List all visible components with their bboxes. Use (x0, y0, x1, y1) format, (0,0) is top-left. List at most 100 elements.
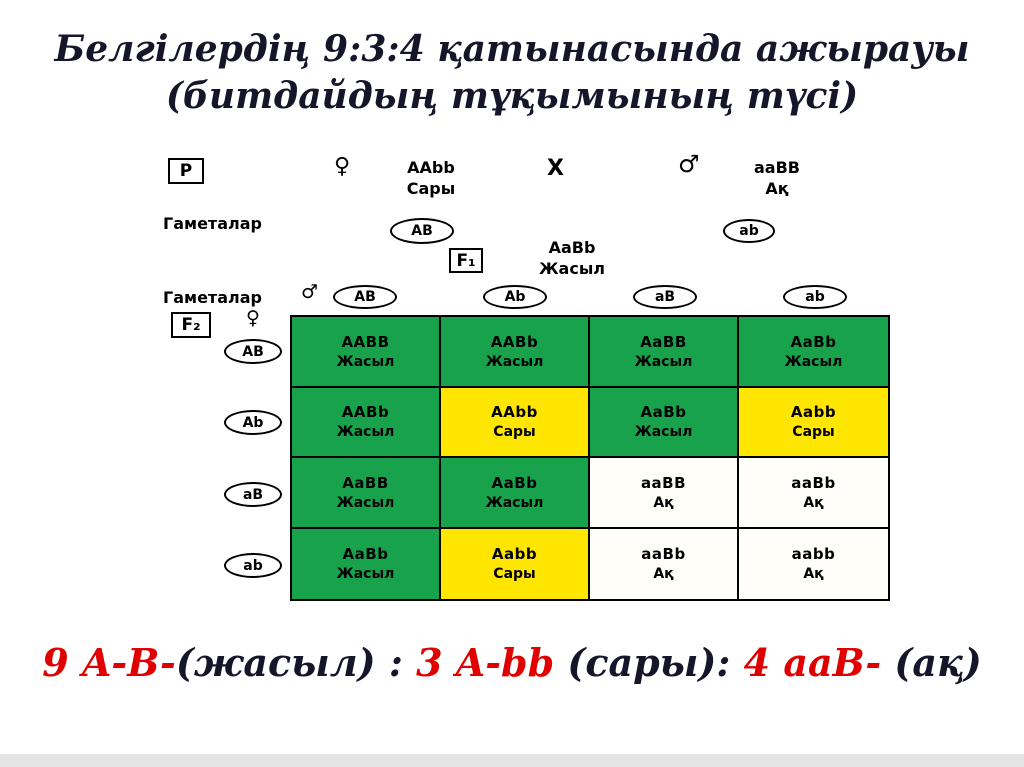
cell-phenotype: Жасыл (634, 424, 693, 441)
cell-genotype: AABb (490, 332, 539, 351)
cell-phenotype: Жасыл (336, 424, 395, 441)
cell-phenotype: Жасыл (485, 494, 544, 511)
caption-segment: (жасыл) : (175, 640, 417, 685)
father-genotype: aaBB (754, 158, 800, 177)
punnett-cell-r0c3: AaBb Жасыл (739, 317, 888, 388)
mother-genotype: AAbb (407, 158, 455, 177)
cell-phenotype: Жасыл (336, 566, 395, 583)
mother-gamete-label: AB (411, 223, 433, 239)
gametes-label-top: Гаметалар (163, 214, 262, 233)
cell-genotype: aaBb (641, 545, 686, 564)
slide-title: Белгілердің 9:3:4 қатынасында ажырауы (б… (0, 26, 1024, 120)
col-gamete-label: ab (805, 289, 825, 305)
mother-genotype-block: AAbb Сары (393, 158, 469, 200)
punnett-cell-r2c2: aaBB Ақ (590, 458, 739, 529)
father-gamete-label: ab (739, 223, 759, 239)
cell-genotype: aabb (791, 545, 836, 564)
cell-phenotype: Жасыл (634, 353, 693, 370)
cell-genotype: Aabb (790, 403, 837, 422)
cell-genotype: AaBB (342, 473, 389, 492)
cell-phenotype: Ақ (653, 566, 674, 583)
punnett-cell-r1c2: AaBb Жасыл (590, 387, 739, 458)
punnett-cell-r3c0: AaBb Жасыл (292, 528, 441, 599)
punnett-cell-r2c0: AaBB Жасыл (292, 458, 441, 529)
slide-footer-bar (0, 754, 1024, 767)
punnett-cell-r1c1: AAbb Сары (441, 387, 590, 458)
caption-segment: (ақ) (894, 640, 982, 685)
col-gamete-label: Ab (504, 289, 526, 305)
punnett-cell-r1c3: Aabb Сары (739, 387, 888, 458)
punnett-cell-r3c1: Aabb Сары (441, 528, 590, 599)
col-gamete-label: AB (354, 289, 376, 305)
title-line-1: Белгілердің 9:3:4 қатынасында ажырауы (54, 28, 970, 70)
male-symbol-small-icon: ♂ (301, 281, 319, 303)
punnett-cell-r1c0: AABb Жасыл (292, 387, 441, 458)
cell-genotype: AABb (341, 403, 390, 422)
f2-row-gamete-oval: Ab (224, 410, 282, 435)
cell-phenotype: Жасыл (336, 353, 395, 370)
f2-generation-label: F₂ (171, 312, 211, 338)
cell-genotype: aaBb (791, 473, 836, 492)
f2-col-gamete-oval: Ab (483, 285, 547, 309)
col-gamete-label: aB (654, 289, 676, 305)
row-gamete-label: ab (243, 557, 263, 574)
f1-genotype-block: AaBb Жасыл (527, 238, 617, 280)
caption-segment: 3 A-bb (416, 640, 555, 685)
f1-genotype: AaBb (548, 238, 596, 257)
cell-phenotype: Ақ (653, 494, 674, 511)
f2-col-gamete-oval: AB (333, 285, 397, 309)
punnett-cell-r0c1: AABb Жасыл (441, 317, 590, 388)
female-symbol-icon: ♀ (334, 154, 351, 179)
punnett-cell-r0c0: AABB Жасыл (292, 317, 441, 388)
cell-genotype: AaBb (342, 545, 389, 564)
punnett-cell-r3c3: aabb Ақ (739, 528, 888, 599)
punnett-square: AABB Жасыл AABb Жасыл AaBB Жасыл AaBb Жа… (290, 315, 890, 601)
f2-row-gamete-oval: aB (224, 482, 282, 507)
female-symbol-small-icon: ♀ (246, 307, 260, 329)
cell-phenotype: Жасыл (485, 353, 544, 370)
title-line-2: (битдайдың тұқымының түсі) (165, 74, 859, 117)
cell-phenotype: Жасыл (784, 353, 843, 370)
cell-phenotype: Ақ (803, 566, 824, 583)
caption-segment: (сары): (554, 640, 744, 685)
cell-phenotype: Сары (493, 424, 536, 441)
cell-genotype: aaBB (640, 473, 687, 492)
f1-phenotype: Жасыл (538, 258, 606, 278)
f2-row-gamete-oval: ab (224, 553, 282, 578)
cell-genotype: AaBb (640, 403, 687, 422)
mother-phenotype: Сары (406, 178, 456, 198)
caption-segment: 9 A-B- (42, 640, 176, 685)
punnett-cell-r0c2: AaBB Жасыл (590, 317, 739, 388)
cross-icon: X (547, 156, 564, 181)
cell-phenotype: Сары (493, 566, 536, 583)
punnett-cell-r2c1: AaBb Жасыл (441, 458, 590, 529)
cell-genotype: AaBb (491, 473, 538, 492)
cell-genotype: AABB (341, 332, 390, 351)
row-gamete-label: AB (242, 343, 264, 360)
cell-phenotype: Жасыл (336, 494, 395, 511)
cell-genotype: AAbb (491, 403, 538, 422)
cell-genotype: Aabb (491, 545, 538, 564)
row-gamete-label: Ab (242, 414, 264, 431)
punnett-cell-r3c2: aaBb Ақ (590, 528, 739, 599)
mother-gamete-oval: AB (390, 218, 454, 244)
f1-generation-label: F₁ (449, 248, 483, 273)
ratio-caption: 9 A-B-(жасыл) : 3 A-bb (сары): 4 aaB- (а… (0, 640, 1024, 685)
row-gamete-label: aB (242, 486, 264, 503)
p-generation-label: P (168, 158, 204, 184)
f2-col-gamete-oval: ab (783, 285, 847, 309)
caption-segment: 4 aaB- (743, 640, 895, 685)
gametes-label-bottom: Гаметалар (163, 288, 262, 307)
genetics-cross-diagram: P ♀ AAbb Сары X ♂ aaBB Ақ Гаметалар AB a… (155, 148, 900, 610)
father-genotype-block: aaBB Ақ (739, 158, 815, 200)
cell-phenotype: Сары (792, 424, 835, 441)
father-gamete-oval: ab (723, 219, 775, 243)
punnett-cell-r2c3: aaBb Ақ (739, 458, 888, 529)
f2-row-gamete-oval: AB (224, 339, 282, 364)
father-phenotype: Ақ (765, 178, 789, 198)
cell-phenotype: Ақ (803, 494, 824, 511)
f2-col-gamete-oval: aB (633, 285, 697, 309)
cell-genotype: AaBB (640, 332, 687, 351)
male-symbol-icon: ♂ (678, 150, 700, 178)
